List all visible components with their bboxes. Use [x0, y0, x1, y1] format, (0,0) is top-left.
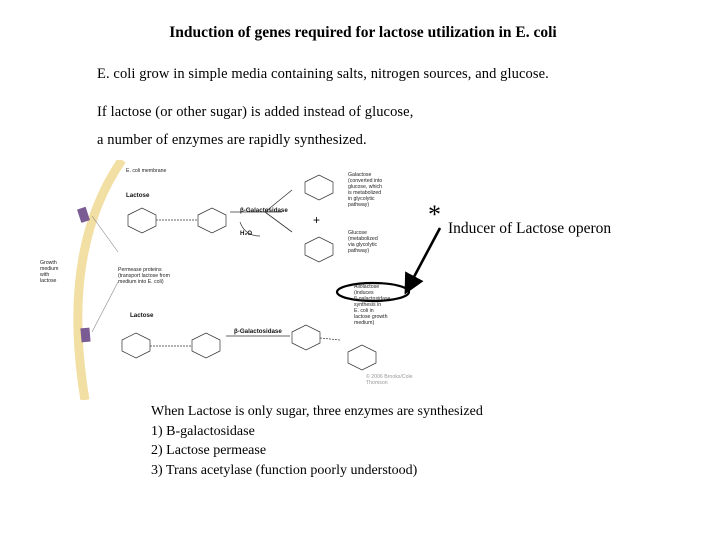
asterisk-marker: *	[428, 200, 441, 229]
lactose-molecule-bottom	[121, 332, 221, 359]
permease-channel-top	[77, 206, 90, 223]
inducer-label: Inducer of Lactose operon	[448, 220, 612, 237]
water-label: H₂O	[240, 230, 253, 237]
intro-line-2: If lactose (or other sugar) is added ins…	[97, 104, 414, 120]
lactose-molecule-top	[127, 207, 227, 234]
intro-line-1: E. coli grow in simple media containing …	[97, 66, 549, 82]
lactose-label-bottom: Lactose	[130, 312, 154, 319]
galactose-label: Galactose (converted into glucose, which…	[348, 172, 383, 208]
lactose-metabolism-figure: + E. coli membrane Lactose β-Galactosida…	[30, 160, 430, 400]
enzyme-item-1: 1) B-galactosidase	[151, 423, 255, 439]
enzyme-label-bottom: β-Galactosidase	[234, 328, 282, 335]
figure-drawing: +	[73, 160, 411, 400]
enzyme-label-top: β-Galactosidase	[240, 207, 288, 214]
enzyme-list-intro: When Lactose is only sugar, three enzyme…	[151, 404, 483, 419]
allolactose-molecule	[291, 324, 377, 371]
membrane-label: E. coli membrane	[126, 168, 167, 174]
growth-medium-label: Growth medium with lactose	[40, 260, 59, 284]
membrane-arc	[73, 160, 126, 400]
figure-credit: © 2006 Brooks/Cole Thomson	[366, 374, 413, 386]
glucose-label: Glucose (metabolized via glycolytic path…	[348, 230, 378, 254]
svg-text:+: +	[313, 213, 320, 227]
lactose-label-top: Lactose	[126, 192, 150, 199]
allolactose-label: Allolactose (induces β-galactosidase syn…	[354, 284, 391, 326]
enzyme-item-3: 3) Trans acetylase (function poorly unde…	[151, 462, 418, 478]
intro-line-3: a number of enzymes are rapidly synthesi…	[97, 132, 367, 148]
permease-label: Permease proteins (transport lactose fro…	[118, 267, 170, 285]
enzyme-list: When Lactose is only sugar, three enzyme…	[151, 402, 483, 480]
enzyme-item-2: 2) Lactose permease	[151, 443, 267, 458]
galactose-molecule	[304, 174, 334, 201]
slide-title: Induction of genes required for lactose …	[169, 24, 557, 41]
glucose-molecule	[304, 236, 334, 263]
permease-channel-bottom	[80, 327, 91, 343]
